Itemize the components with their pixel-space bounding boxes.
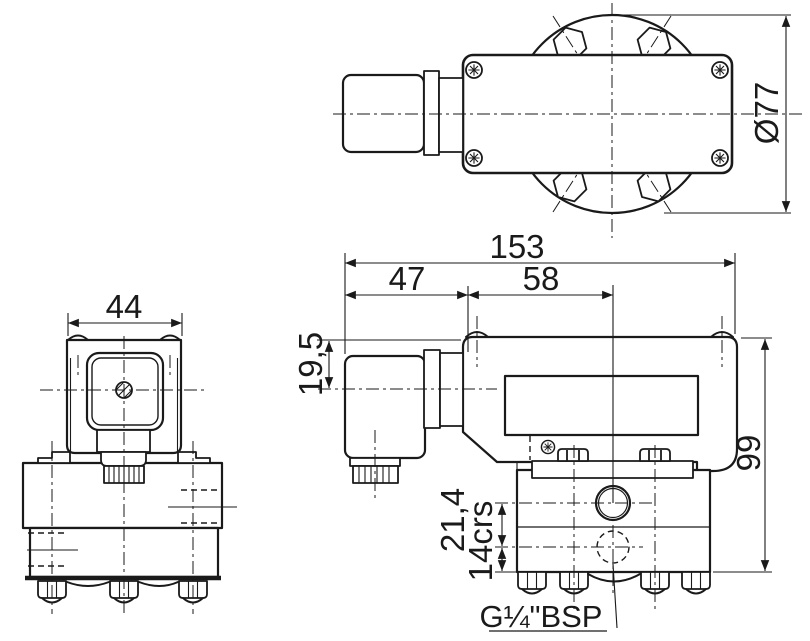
cover-window bbox=[503, 374, 700, 437]
flange-hex-bolts bbox=[552, 15, 672, 213]
side-view-centerlines bbox=[318, 388, 656, 610]
front-bottom-bolts bbox=[37, 580, 208, 604]
dim-port-heights: 21,4 14crs bbox=[434, 488, 517, 581]
dim-19-5: 19,5 bbox=[292, 332, 461, 396]
svg-text:47: 47 bbox=[389, 260, 426, 297]
svg-text:44: 44 bbox=[106, 288, 143, 325]
dim-153: 153 bbox=[344, 228, 736, 354]
dim-99: 99 bbox=[713, 337, 772, 573]
dim-diameter-77: Ø77 bbox=[616, 14, 791, 214]
front-view: 44 bbox=[21, 288, 237, 616]
dim-label-diameter: Ø77 bbox=[748, 82, 785, 144]
side-view: 153 47 58 19,5 99 21,4 14crs bbox=[292, 228, 772, 634]
front-view-centerlines bbox=[40, 336, 205, 616]
cable-plug-side bbox=[343, 349, 464, 500]
svg-text:14crs: 14crs bbox=[462, 501, 499, 582]
port-thread-callout: G¼"BSP bbox=[479, 563, 618, 634]
cable-plug-top bbox=[341, 70, 464, 156]
top-view-centerlines bbox=[333, 3, 803, 238]
svg-text:19,5: 19,5 bbox=[292, 332, 329, 396]
svg-text:58: 58 bbox=[523, 260, 560, 297]
din-connector-face bbox=[85, 351, 165, 432]
cover-screw bbox=[540, 439, 556, 455]
dim-47-58: 47 58 bbox=[345, 260, 614, 503]
svg-text:21,4: 21,4 bbox=[434, 488, 471, 552]
top-view: Ø77 bbox=[333, 3, 803, 238]
svg-text:G¼"BSP: G¼"BSP bbox=[479, 599, 602, 634]
svg-text:153: 153 bbox=[489, 228, 544, 265]
svg-text:99: 99 bbox=[730, 435, 767, 472]
dim-44: 44 bbox=[67, 288, 183, 336]
